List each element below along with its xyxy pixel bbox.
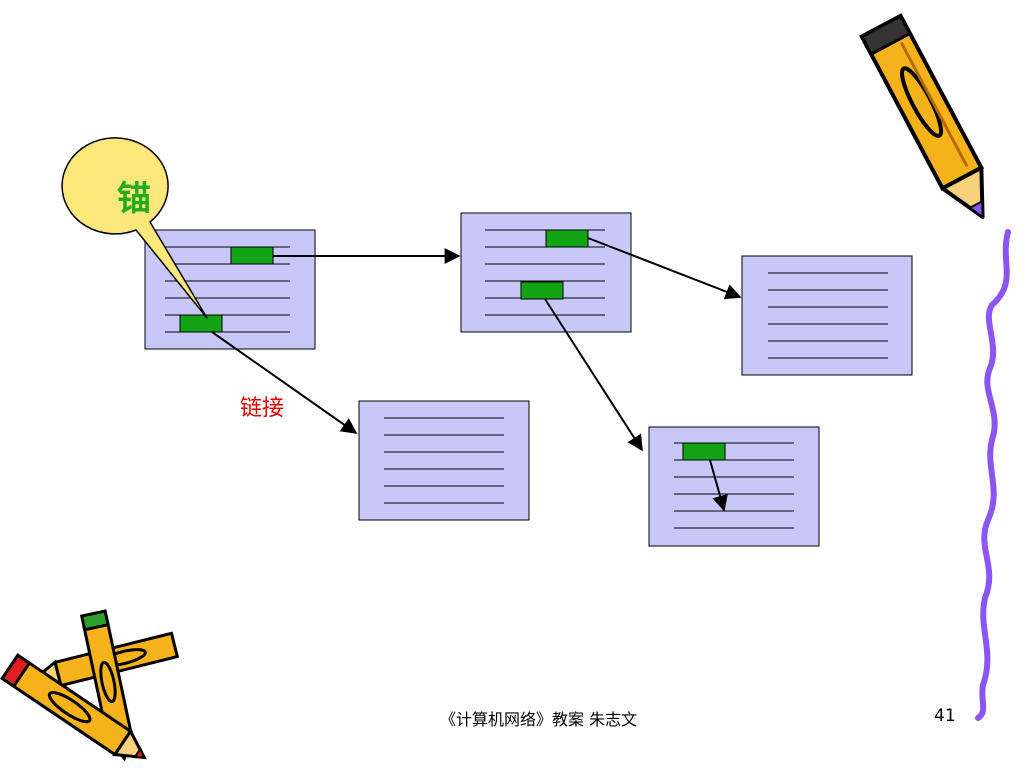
pencil-icon — [859, 13, 985, 219]
anchor-block — [682, 442, 726, 461]
anchor-callout-bubble — [61, 137, 208, 319]
anchor-block — [179, 314, 223, 333]
page-4 — [358, 400, 530, 521]
slide-footer: 《计算机网络》教案 朱志文 41 — [0, 704, 1024, 732]
page-3 — [741, 255, 913, 376]
link-arrow — [544, 298, 643, 452]
link-arrow — [709, 459, 728, 512]
anchor-block — [230, 246, 274, 265]
page-1 — [144, 229, 316, 350]
link-label: 链接 — [240, 396, 285, 421]
link-arrow — [211, 331, 358, 434]
decorative-squiggle — [975, 229, 1011, 721]
page-number: 41 — [934, 706, 956, 726]
footer-title: 《计算机网络》教案 朱志文 — [440, 710, 638, 729]
page-5 — [648, 426, 820, 547]
crossed-pencils-icon — [0, 609, 180, 762]
anchor-block — [520, 281, 564, 300]
anchor-label: 锚 — [117, 179, 151, 219]
link-arrows — [211, 237, 742, 512]
anchor-block — [545, 229, 589, 248]
link-arrow — [587, 237, 742, 300]
page-2 — [460, 212, 632, 333]
